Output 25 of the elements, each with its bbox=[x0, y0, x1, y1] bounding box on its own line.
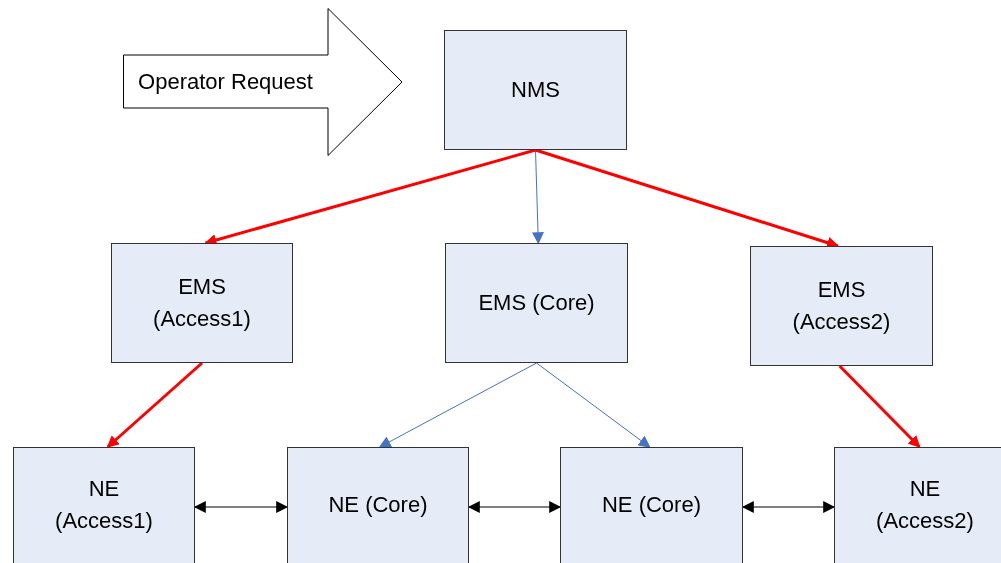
process-box bbox=[111, 243, 293, 363]
box-label: EMS (Access2) bbox=[791, 276, 892, 336]
thick-arrow bbox=[106, 361, 203, 449]
box-label: NE (Core) bbox=[602, 491, 701, 519]
box-label: EMS (Core) bbox=[478, 289, 595, 317]
process-box bbox=[444, 30, 627, 150]
process-box bbox=[750, 246, 933, 366]
arrow bbox=[741, 501, 836, 513]
box-label: NE (Access1) bbox=[54, 475, 154, 535]
process-box bbox=[13, 447, 195, 563]
arrow bbox=[536, 362, 651, 448]
process-box bbox=[445, 243, 628, 363]
process-box bbox=[287, 447, 469, 563]
box-label: EMS (Access1) bbox=[152, 273, 252, 333]
process-box bbox=[834, 447, 1001, 563]
arrow bbox=[378, 362, 537, 448]
box-label: NE (Core) bbox=[328, 491, 428, 519]
process-box bbox=[560, 447, 743, 563]
arrow bbox=[532, 149, 544, 245]
arrow bbox=[193, 501, 289, 513]
thick-arrow bbox=[838, 364, 921, 449]
box-label: NMS bbox=[511, 76, 560, 104]
box-label: NE (Access2) bbox=[875, 475, 975, 535]
arrow-label: Operator Request bbox=[138, 68, 313, 96]
arrow bbox=[467, 501, 562, 513]
